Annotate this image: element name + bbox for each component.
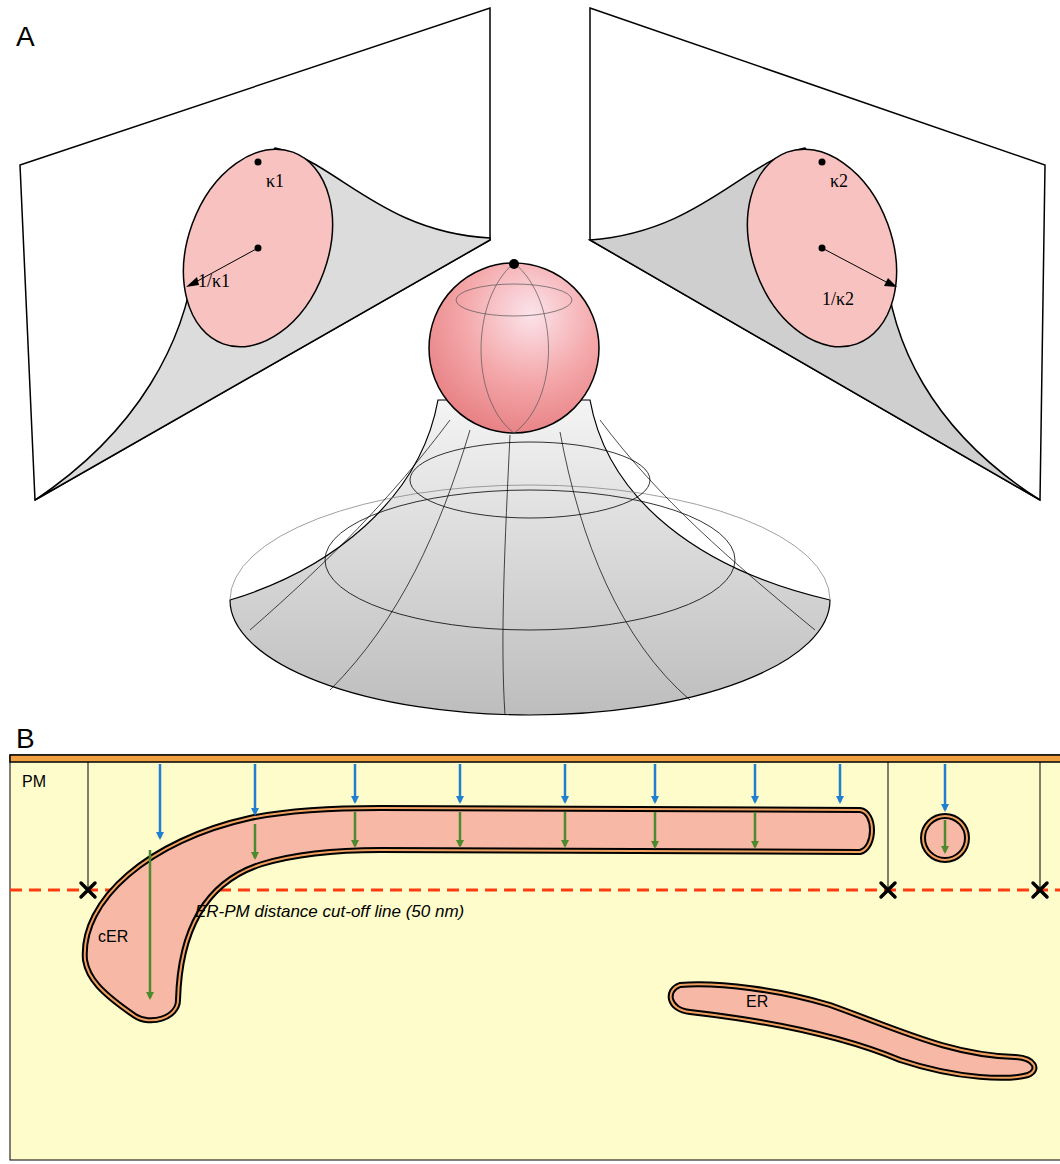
- distance-arrow: [159, 764, 162, 838]
- distance-arrow: [354, 764, 357, 802]
- distance-arrow: [754, 812, 757, 847]
- osculating-circle: [157, 128, 358, 368]
- distance-arrow: [459, 764, 462, 802]
- er-tubule: ER: [660, 975, 1045, 1087]
- distance-arrow: [254, 824, 257, 858]
- curvature-label: κ1: [266, 172, 284, 192]
- surface: [230, 400, 830, 715]
- organelle-label: cER: [98, 928, 128, 946]
- cutoff-label: ER-PM distance cut-off line (50 nm): [195, 903, 464, 922]
- cytoplasm: [10, 755, 1060, 1160]
- membrane-label: PM: [22, 773, 46, 791]
- distance-arrow: [254, 764, 257, 814]
- distance-arrow: [654, 764, 657, 802]
- radius-label: 1/κ1: [198, 272, 230, 292]
- distance-arrow: [839, 764, 842, 802]
- distance-arrow: [149, 850, 152, 998]
- distance-arrow: [944, 764, 947, 810]
- panel-letter: B: [16, 724, 35, 755]
- organelle-label: ER: [746, 993, 768, 1011]
- distance-arrow: [564, 764, 567, 802]
- plasma-membrane: [10, 755, 1060, 762]
- er-vesicle: [923, 816, 967, 860]
- curvature-label: κ2: [830, 172, 848, 192]
- right-plane: [590, 8, 1045, 500]
- membrane-outline: [660, 975, 1045, 1087]
- osculating-circle: [721, 128, 922, 368]
- radius-label: 1/κ2: [822, 290, 854, 310]
- distance-arrow: [564, 812, 567, 846]
- distance-arrow: [654, 812, 657, 847]
- distance-arrow: [944, 820, 947, 852]
- sphere: [429, 263, 599, 433]
- panel-letter: A: [16, 22, 35, 53]
- distance-arrow: [754, 764, 757, 802]
- distance-arrow: [459, 812, 462, 846]
- distance-arrow: [354, 812, 357, 846]
- left-plane: [20, 8, 490, 500]
